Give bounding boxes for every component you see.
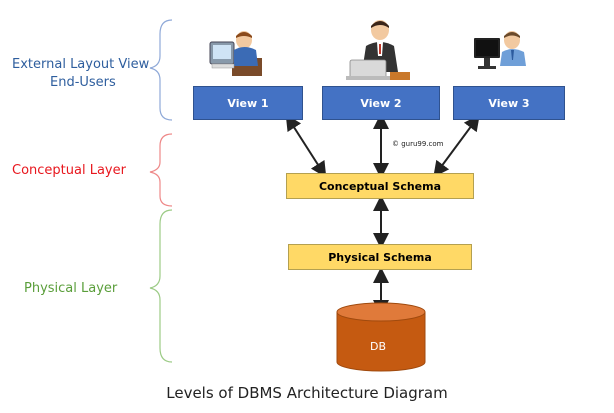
external-layer-label: External Layout View bbox=[12, 57, 150, 72]
view-3-box: View 3 bbox=[453, 86, 565, 120]
database-label: DB bbox=[370, 340, 387, 353]
conceptual-schema-box: Conceptual Schema bbox=[286, 173, 474, 199]
user-at-desk-icon bbox=[209, 31, 262, 76]
user-at-monitor-icon bbox=[474, 31, 526, 69]
watermark: © guru99.com bbox=[392, 140, 444, 148]
database-cylinder bbox=[336, 302, 426, 372]
conceptual-brace bbox=[149, 133, 173, 207]
external-brace bbox=[149, 19, 173, 121]
physical-layer-label: Physical Layer bbox=[24, 281, 118, 296]
user-with-laptop-icon bbox=[346, 20, 410, 80]
conceptual-layer-label: Conceptual Layer bbox=[12, 163, 126, 178]
end-users-label: End-Users bbox=[50, 75, 116, 90]
view-2-box: View 2 bbox=[322, 86, 440, 120]
arrow-view1-conceptual bbox=[285, 114, 327, 178]
physical-schema-box: Physical Schema bbox=[288, 244, 472, 270]
view-1-box: View 1 bbox=[193, 86, 303, 120]
physical-brace bbox=[149, 209, 173, 363]
diagram-caption: Levels of DBMS Architecture Diagram bbox=[166, 384, 448, 402]
arrow-view3-conceptual bbox=[433, 114, 480, 178]
